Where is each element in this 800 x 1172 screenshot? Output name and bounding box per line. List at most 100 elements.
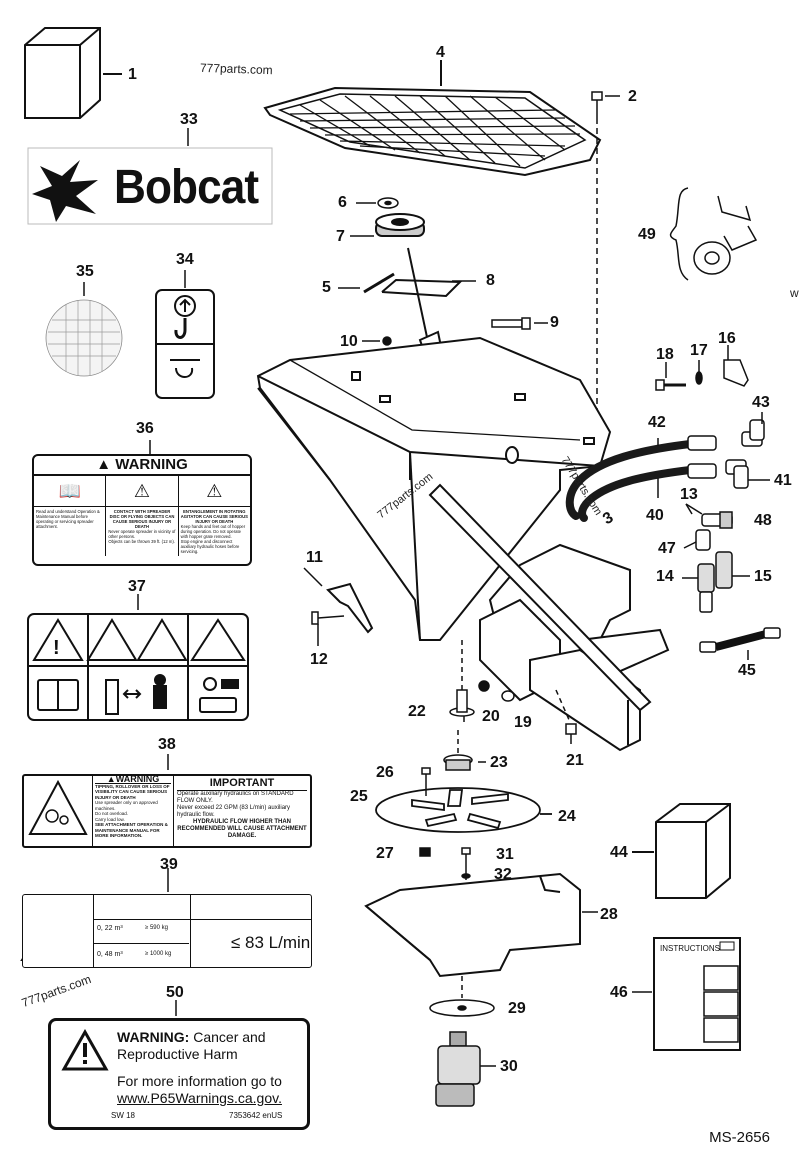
callout-39: 39: [160, 856, 178, 873]
warning-triangle-icon: ▲: [96, 456, 116, 473]
decal-36-col3-item: Keep hands and feet out of hopper during…: [180, 524, 246, 539]
decal-36-col2-item: Objects can be thrown 39 ft. (12 m).: [108, 539, 175, 544]
decal-38-important-foot: HYDRAULIC FLOW HIGHER THAN RECOMMENDED W…: [177, 819, 307, 839]
part-33-logo: [27, 128, 273, 225]
decal-38-warning-item: Carry load low.: [95, 816, 125, 822]
callout-14: 14: [656, 568, 674, 585]
part-32-washer: [461, 873, 471, 879]
callout-24: 24: [558, 808, 576, 825]
decal-36-header: ▲ WARNING: [34, 456, 250, 476]
callout-12: 12: [310, 651, 328, 668]
callout-5: 5: [322, 279, 331, 296]
hopper-body: [256, 336, 612, 641]
decal-50-url[interactable]: www.P65Warnings.ca.gov.: [117, 1090, 282, 1106]
callout-31: 31: [496, 846, 514, 863]
decal-36-col3-item: Stop engine and disconnect auxiliary hyd…: [180, 539, 240, 554]
part-5-spring-pin: [338, 272, 395, 294]
callout-13: 13: [680, 486, 698, 503]
callout-46: 46: [610, 984, 628, 1001]
part-45-hose: [699, 627, 781, 660]
part-21-bolt: [555, 689, 577, 744]
drawing-id: MS-2656: [709, 1129, 770, 1146]
callout-7: 7: [336, 228, 345, 245]
part-48-coupler: [701, 511, 733, 529]
decal-50-title-rest: Cancer and: [193, 1029, 266, 1045]
watermark-edge: w: [790, 286, 799, 300]
part-43-elbow: [741, 412, 765, 447]
callout-15: 15: [754, 568, 772, 585]
decal-39-row1-weight: ≥ 590 kg: [145, 925, 168, 931]
callout-29: 29: [508, 1000, 526, 1017]
part-26-bolt: [421, 767, 431, 796]
hose-fittings: [657, 435, 717, 498]
callout-44: 44: [610, 844, 628, 861]
part-4-grate: [263, 60, 602, 177]
part-19-washer: [501, 690, 515, 702]
part-36-warning-decal: ▲ WARNING 📖 ⚠ ⚠ Read and understand Oper…: [32, 454, 252, 566]
decal-39-row2-weight: ≥ 1000 kg: [145, 951, 172, 957]
callout-28: 28: [600, 906, 618, 923]
entanglement-hazard-icon: ⚠: [206, 481, 223, 501]
callout-11: 11: [306, 549, 323, 566]
part-37-safety-decal: !: [27, 594, 249, 721]
callout-9: 9: [550, 314, 559, 331]
callout-10: 10: [340, 333, 358, 350]
decal-50-title-line2: Reproductive Harm: [117, 1046, 238, 1062]
callout-8: 8: [486, 272, 495, 289]
decal-36-col1: Read and understand Operation & Maintena…: [34, 507, 107, 556]
callout-47: 47: [658, 540, 676, 557]
tipping-hazard-icon: [24, 776, 93, 846]
part-20-nut: [478, 680, 490, 692]
part-41-elbow: [725, 459, 770, 489]
warning-triangle-icon: [61, 1029, 109, 1071]
callout-38: 38: [158, 736, 176, 753]
callout-26: 26: [376, 764, 394, 781]
decal-38-important-title: IMPORTANT: [177, 777, 307, 791]
callout-25: 25: [350, 788, 368, 805]
decal-36-title: WARNING: [115, 456, 188, 473]
callout-35: 35: [76, 263, 94, 280]
callout-48: 48: [754, 512, 772, 529]
decal-38-important-item: Never exceed 22 GPM (83 L/min) auxiliary…: [177, 805, 291, 818]
callout-30: 30: [500, 1058, 518, 1075]
part-38-warning-decal: ▲WARNING TIPPING, ROLLOVER OR LOSS OF VI…: [22, 774, 312, 848]
part-13-coupler-set: [685, 503, 703, 515]
part-1-box: [24, 27, 122, 119]
callout-41: 41: [774, 472, 792, 489]
callout-36: 36: [136, 420, 154, 437]
callout-32: 32: [494, 866, 512, 883]
callout-45: 45: [738, 662, 756, 679]
decal-50-info: For more information go to: [117, 1073, 282, 1089]
part-34-lift-decal: [155, 270, 215, 399]
decal-36-col3-head: ENTANGLEMENT IN ROTATING AGITATOR CAN CA…: [180, 509, 248, 524]
part-40-hose: [578, 466, 694, 522]
decal-38-warning-foot: SEE ATTACHMENT OPERATION & MAINTENANCE M…: [95, 822, 168, 838]
part-7-bearing: [350, 213, 425, 237]
callout-22: 22: [408, 703, 426, 720]
manual-46-label: INSTRUCTIONS: [660, 944, 720, 953]
part-27-nut: [419, 847, 431, 857]
callout-2: 2: [628, 88, 637, 105]
callout-50: 50: [166, 984, 184, 1001]
decal-38-warning-title: WARNING: [115, 774, 160, 784]
part-10-nut: [362, 336, 392, 346]
decal-36-col2-head: CONTACT WITH SPREADER DISC OR FLYING OBJ…: [109, 509, 175, 529]
part-9-bolt: [491, 317, 548, 330]
callout-1: 1: [128, 66, 137, 83]
decal-39-flow: ≤ 83 L/min: [231, 933, 311, 952]
part-50-prop65-decal: WARNING: Cancer and Reproductive Harm Fo…: [48, 1018, 310, 1130]
part-35-mesh: [45, 282, 123, 377]
part-49-pin-set: [669, 187, 758, 281]
decal-39-row1-volume: 0, 22 m³: [97, 925, 123, 932]
part-47-coupler: [683, 529, 711, 551]
decal-38-important-item: Operate auxiliary hydraulics on STANDARD…: [177, 791, 294, 804]
part-2-bolt: [591, 91, 620, 440]
decal-38-warning-item: Do not overload.: [95, 811, 129, 816]
callout-4: 4: [436, 44, 445, 61]
book-icon: 📖: [34, 476, 107, 506]
callout-34: 34: [176, 251, 194, 268]
spreader-hazard-icon: ⚠: [106, 476, 179, 506]
callout-19: 19: [514, 714, 532, 731]
decal-36-col2-item: Never operate spreader in vicinity of ot…: [108, 529, 176, 539]
